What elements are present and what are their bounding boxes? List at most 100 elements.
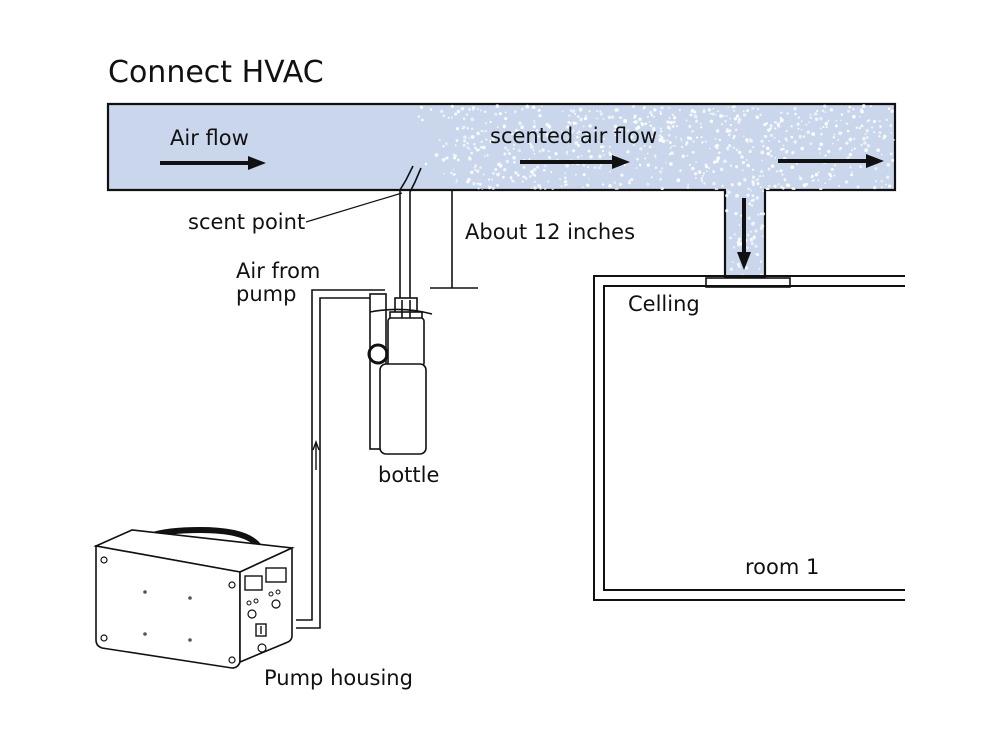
scent-particle [505,159,510,164]
scent-particle [533,152,536,155]
flow-arrow-icon [160,156,266,170]
scent-particle [727,129,732,133]
scent-particle [793,188,796,191]
scent-particle [599,112,604,116]
scent-particle [780,185,783,189]
scent-particle [491,187,495,191]
scent-particle [853,147,856,150]
scent-particle [462,125,466,129]
scent-particle [686,186,690,189]
scent-particle [571,109,576,113]
scent-particle [659,127,662,130]
scent-particle [844,180,849,184]
scent-particle [737,182,742,186]
scent-particle [746,246,749,250]
scent-particle [685,119,688,122]
scent-particle [878,120,881,123]
scent-particle [759,186,762,189]
scent-particle [874,167,878,171]
scent-particle [547,156,551,159]
scent-particle [533,121,536,124]
scent-particle [797,116,801,119]
scent-particle [608,184,612,188]
scent-particle [848,152,853,157]
scent-particle [734,211,738,216]
scent-particle [643,144,646,147]
scent-particle [697,170,702,174]
scent-particle [751,180,755,184]
scent-particle [811,132,816,136]
scent-particle [689,113,693,117]
scent-particle [650,113,654,117]
scent-particle [472,182,476,186]
scent-particle [695,177,697,179]
page-title: Connect HVAC [108,55,324,90]
scent-particle [574,141,579,145]
scent-particle [472,108,475,112]
scent-particle [622,128,626,132]
scent-particle [729,123,733,127]
scent-particle [602,137,605,141]
scent-particle [871,126,873,129]
scent-particle [755,115,760,120]
scent-particle [614,108,618,112]
scent-particle [819,142,823,147]
scent-particle [848,137,853,142]
scent-particle [735,148,739,152]
scent-particle [540,115,542,117]
scent-particle [814,117,819,121]
scent-particle [782,144,785,147]
scent-particle [802,135,806,138]
scent-particle [885,183,887,186]
scent-particle [603,153,605,156]
scent-particle [491,136,495,139]
scent-particle [817,179,820,182]
scent-particle [537,108,541,113]
scent-particle [702,175,704,177]
scent-particle [658,137,663,142]
scent-particle [688,124,692,129]
scent-particle [586,183,590,187]
scent-particle [520,125,524,130]
scent-particle [648,121,651,123]
scent-particle [726,148,730,151]
scent-particle [482,173,485,176]
scent-particle [859,108,864,112]
scent-particle [442,114,446,118]
scented-air-flow-label: scented air flow [490,124,658,148]
scent-particle [479,145,483,149]
scent-particle [738,224,741,226]
scent-particle [818,147,821,151]
scent-particle [673,144,676,147]
scent-particle [734,105,737,108]
air-from-pump-line1: Air from [236,259,321,283]
scent-particle [583,116,588,121]
scent-particle [576,115,580,118]
scent-particle [537,135,540,138]
scent-particle [717,110,720,113]
scent-particle [550,171,553,174]
pump-housing-icon [93,526,295,669]
scent-particle [748,149,752,154]
scent-particle [596,110,599,113]
scent-particle [858,115,861,118]
scent-particle [827,149,831,154]
scent-particle [873,130,876,134]
scent-particle [578,107,583,112]
scent-particle [754,244,758,248]
scent-particle [784,150,789,154]
scent-particle [502,125,506,129]
scent-particle [729,117,732,120]
air-from-pump-line2: pump [236,282,297,306]
scent-particle [609,170,612,173]
scent-particle [729,267,734,271]
pump-housing-label: Pump housing [264,666,413,690]
scent-particle [819,117,823,121]
scent-particle [705,170,708,173]
scent-particle [816,109,819,113]
scent-particle [796,122,800,126]
scent-particle [486,154,489,157]
scent-particle [487,185,492,190]
scent-particle [742,110,745,113]
scent-particle [602,118,605,120]
